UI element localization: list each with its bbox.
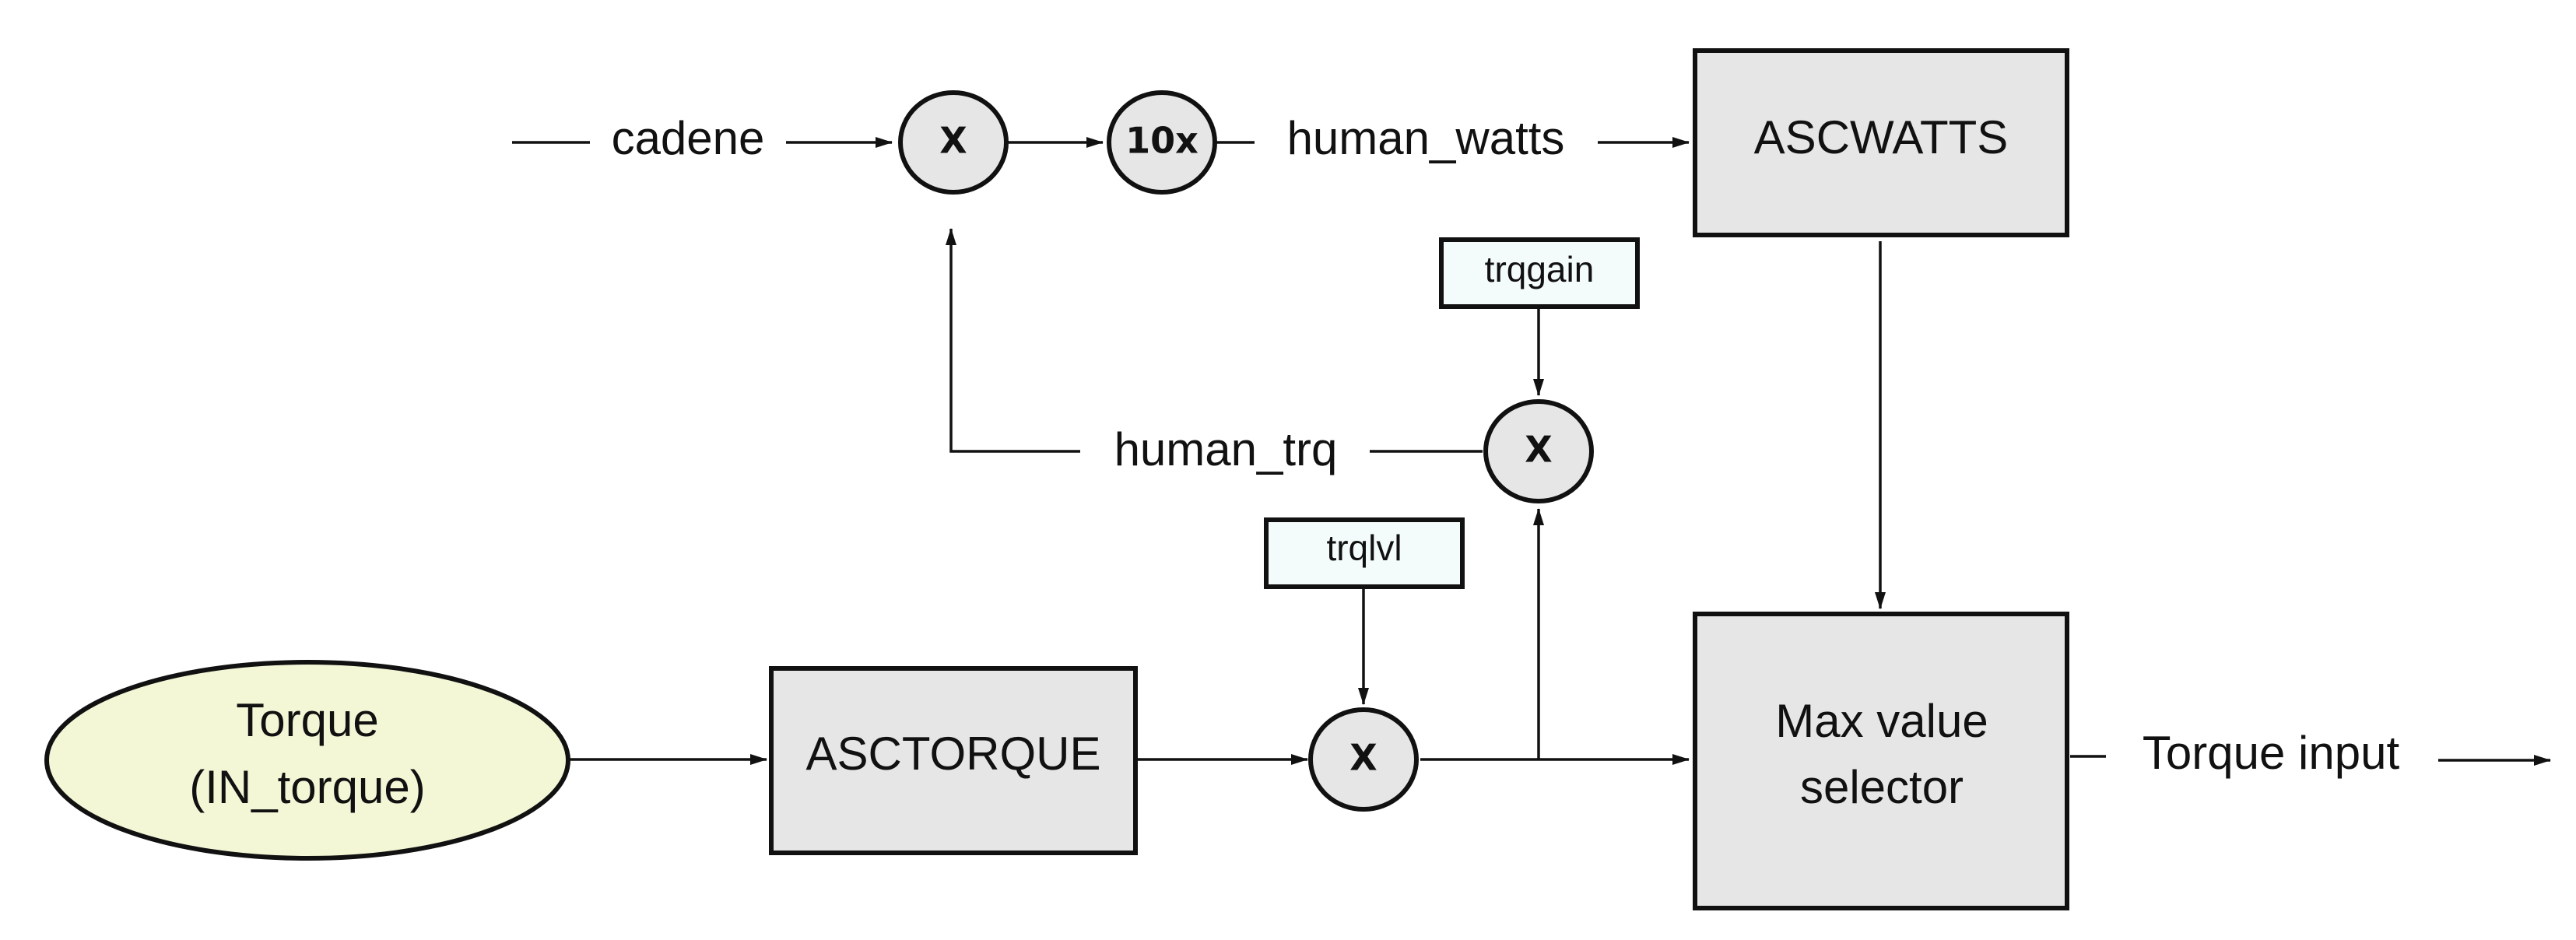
block-ascwatts: ASCWATTS	[1693, 48, 2069, 237]
svg-text:X: X	[1349, 737, 1377, 779]
label-torque-input: Torque input	[2143, 727, 2400, 779]
block-max-value-selector: Max value selector	[1693, 612, 2069, 910]
label-human-watts: human_watts	[1287, 112, 1565, 164]
svg-text:selector: selector	[1800, 761, 1964, 813]
svg-text:(IN_torque): (IN_torque)	[189, 761, 425, 813]
multiply-node-trqlvl: X	[1308, 707, 1419, 812]
label-human-trq: human_trq	[1114, 423, 1338, 475]
svg-text:10x: 10x	[1125, 120, 1199, 162]
svg-text:X: X	[939, 120, 967, 162]
svg-text:Torque: Torque	[236, 694, 378, 746]
svg-text:ASCTORQUE: ASCTORQUE	[806, 728, 1101, 780]
block-asctorque: ASCTORQUE	[769, 666, 1138, 855]
svg-text:ASCWATTS: ASCWATTS	[1754, 111, 2009, 163]
svg-text:Max value: Max value	[1775, 695, 1988, 747]
svg-text:trqgain: trqgain	[1485, 249, 1595, 289]
gain-10x-node: 10x	[1107, 90, 1217, 195]
svg-text:X: X	[1525, 429, 1552, 471]
param-trqgain: trqgain	[1439, 237, 1640, 309]
param-trqlvl: trqlvl	[1264, 517, 1465, 589]
input-torque-ellipse: Torque (IN_torque)	[44, 660, 570, 861]
multiply-node-cadence: X	[898, 90, 1009, 195]
label-cadene: cadene	[612, 112, 765, 164]
multiply-node-trqgain: X	[1483, 399, 1594, 503]
wire-human-trq-feedback	[946, 228, 1080, 453]
svg-text:trqlvl: trqlvl	[1326, 528, 1402, 568]
